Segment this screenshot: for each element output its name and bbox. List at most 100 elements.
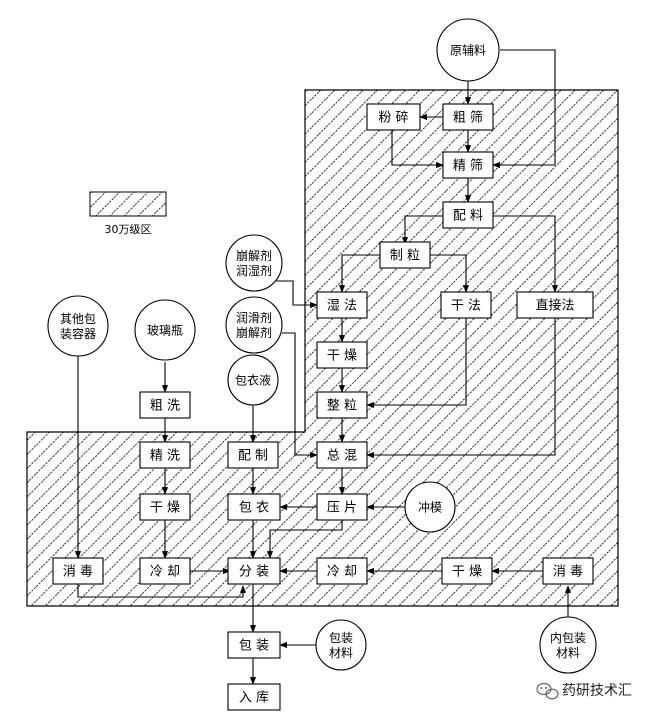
step-drying3: 干 燥 — [441, 557, 493, 585]
step-box — [316, 557, 368, 585]
input-label-line: 玻璃瓶 — [147, 324, 183, 338]
step-final-mix: 总 混 — [316, 441, 368, 469]
step-disinfect2: 消 毒 — [542, 557, 594, 585]
step-box — [316, 493, 368, 521]
step-label: 包 衣 — [239, 500, 269, 516]
input-label-line: 崩解剂 — [236, 248, 272, 263]
edge-batching-to-granulation — [401, 215, 443, 245]
step-box — [139, 391, 191, 419]
step-box — [139, 493, 191, 521]
step-label: 消 毒 — [63, 565, 93, 580]
input-circle — [225, 296, 283, 354]
step-box — [516, 291, 594, 319]
step-crush: 粉 碎 — [366, 103, 421, 131]
step-label: 干 燥 — [150, 501, 180, 516]
step-box — [442, 151, 494, 179]
edge-direct-to-mix — [366, 318, 556, 459]
watermark-text: 药研技术汇 — [562, 683, 632, 699]
input-label-line: 材料 — [329, 646, 353, 660]
step-drying2: 干 燥 — [139, 493, 191, 521]
step-storage: 入 库 — [227, 683, 281, 711]
watermark: 药研技术汇 — [536, 682, 632, 700]
step-granulation: 制 粒 — [379, 241, 431, 269]
step-label: 精 筛 — [453, 159, 483, 174]
input-label-line: 材料 — [556, 646, 580, 660]
input-label-line: 润湿剂 — [236, 263, 272, 278]
step-label: 入 库 — [239, 690, 269, 706]
input-circle — [47, 295, 109, 357]
step-label: 干 法 — [451, 299, 481, 314]
input-label-line: 崩解剂 — [236, 325, 272, 340]
step-label: 分 装 — [239, 565, 269, 580]
step-label: 冷 却 — [150, 565, 180, 580]
input-label-line: 装容器 — [60, 326, 96, 341]
input-glass-bottle: 玻璃瓶 — [134, 299, 196, 361]
step-label: 粗 筛 — [453, 111, 483, 126]
input-label-line: 冲模 — [418, 500, 442, 515]
edge-granulation-to-wet — [338, 254, 380, 293]
edge-crush-to-fine — [391, 130, 444, 169]
legend-swatch — [89, 191, 167, 217]
step-box — [139, 441, 191, 469]
step-box — [366, 103, 421, 131]
step-drying1: 干 燥 — [316, 341, 368, 369]
step-wet-method: 湿 法 — [316, 291, 368, 319]
input-label-line: 润滑剂 — [236, 310, 272, 325]
wechat-icon — [536, 682, 559, 700]
step-box — [316, 391, 368, 419]
step-box — [441, 557, 493, 585]
step-box — [227, 683, 281, 711]
input-circle — [227, 354, 279, 406]
step-label: 冷 却 — [327, 565, 357, 580]
step-box — [440, 291, 492, 319]
step-label: 直接法 — [535, 298, 574, 314]
input-circle — [436, 18, 500, 82]
step-box — [442, 201, 494, 229]
edge-lub-to-mix — [282, 332, 318, 459]
input-label-line: 原辅料 — [450, 44, 486, 58]
edge-batching-to-direct — [493, 215, 559, 293]
step-label: 精 洗 — [150, 449, 180, 464]
input-circle — [315, 619, 367, 671]
step-box — [227, 441, 279, 469]
process-steps: 粉 碎粗 筛精 筛配 料制 粒湿 法干 法直接法干 燥整 粒总 混压 片粗 洗精… — [52, 103, 594, 711]
input-label-line: 包装 — [329, 631, 353, 645]
step-box — [316, 341, 368, 369]
input-circle — [539, 616, 597, 674]
input-label-line: 其他包 — [60, 312, 96, 326]
step-fine-wash: 精 洗 — [139, 441, 191, 469]
step-label: 湿 法 — [327, 299, 357, 314]
step-direct-method: 直接法 — [516, 291, 594, 319]
step-box — [227, 493, 281, 521]
step-cooling1: 冷 却 — [139, 557, 191, 585]
material-inputs: 原辅料崩解剂润湿剂润滑剂崩解剂冲模其他包装容器玻璃瓶包衣液内包装材料包装材料 — [47, 18, 597, 674]
step-coarse-sieve: 粗 筛 — [442, 103, 494, 131]
step-filling: 分 装 — [227, 557, 281, 585]
step-box — [542, 557, 594, 585]
step-label: 干 燥 — [452, 565, 482, 580]
input-raw-material: 原辅料 — [436, 18, 500, 82]
step-packing: 包 装 — [227, 631, 281, 659]
input-coating-liquid: 包衣液 — [227, 354, 279, 406]
step-coating: 包 衣 — [227, 493, 281, 521]
input-label-line: 包衣液 — [235, 373, 271, 388]
legend: 30万级区 — [89, 191, 167, 236]
step-dry-method: 干 法 — [440, 291, 492, 319]
input-punch-die: 冲模 — [404, 481, 456, 533]
edge-disinfect1-to-filling — [77, 584, 247, 598]
step-label: 制 粒 — [390, 249, 420, 264]
step-label: 消 毒 — [553, 565, 583, 580]
step-sizing: 整 粒 — [316, 391, 368, 419]
legend-label: 30万级区 — [105, 223, 152, 236]
step-batching: 配 料 — [442, 201, 494, 229]
step-box — [316, 441, 368, 469]
step-label: 粗 洗 — [150, 399, 180, 414]
step-label: 配 料 — [453, 209, 483, 224]
input-circle — [225, 234, 283, 292]
step-rough-wash: 粗 洗 — [139, 391, 191, 419]
edge-tablet-to-filling — [266, 520, 343, 559]
